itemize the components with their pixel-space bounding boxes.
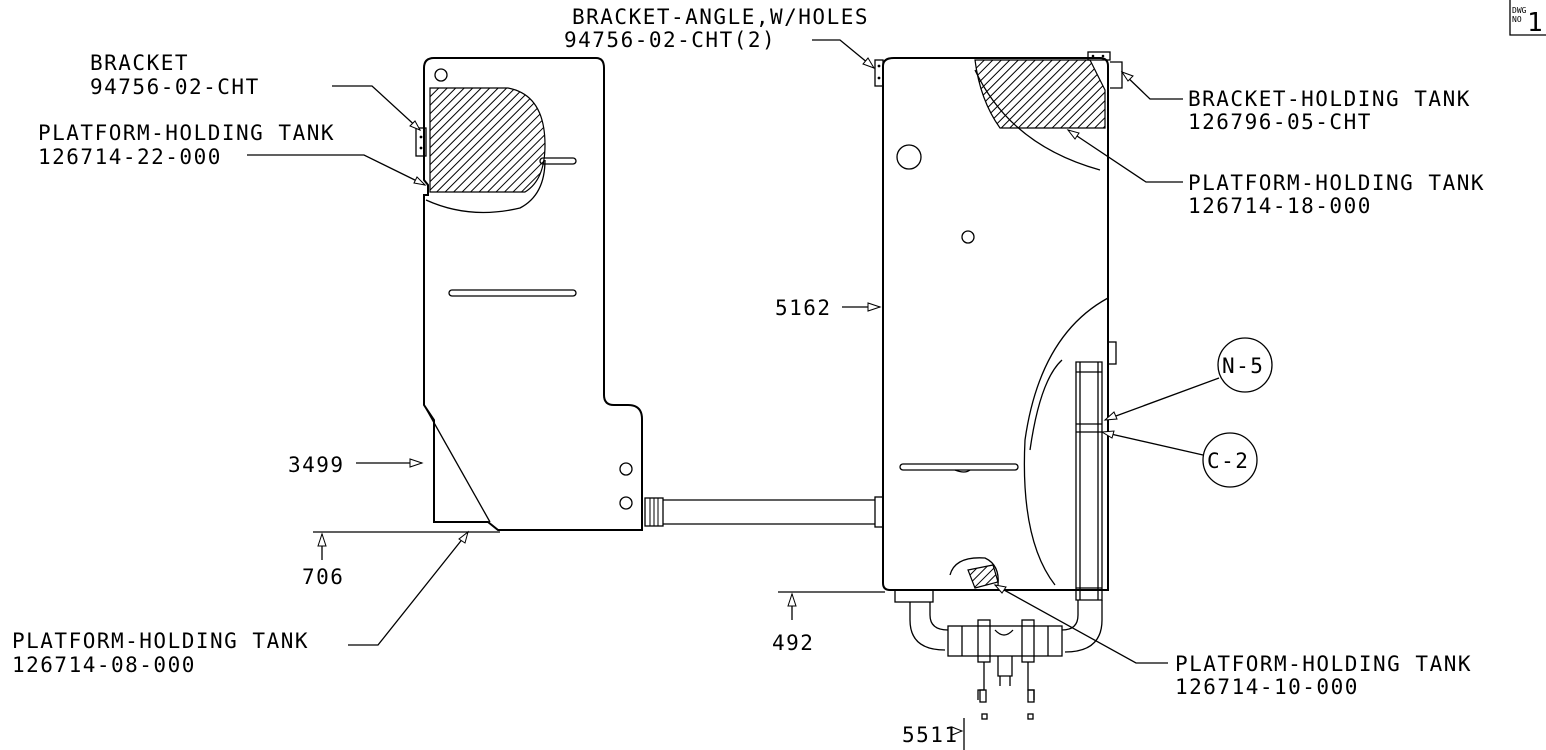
callout-platform-22-name: PLATFORM-HOLDING TANK — [38, 121, 335, 145]
balloon-n5-label: N-5 — [1222, 354, 1264, 378]
callout-bracket-left: BRACKET 94756-02-CHT — [90, 51, 422, 131]
dimension-492: 492 — [772, 591, 885, 655]
dim-5162-label: 5162 — [775, 296, 832, 320]
callout-bracket-angle-part: 94756-02-CHT(2) — [564, 28, 776, 52]
balloon-c2-label: C-2 — [1207, 449, 1249, 473]
drain-piping — [909, 600, 1103, 720]
callout-platform-08-part: 126714-08-000 — [12, 653, 196, 677]
callout-platform-08: PLATFORM-HOLDING TANK 126714-08-000 — [12, 530, 469, 677]
callout-bracket-left-part: 94756-02-CHT — [90, 75, 260, 99]
dwg-label-bottom: NO — [1512, 15, 1522, 24]
balloon-n5: N-5 — [1103, 337, 1273, 421]
callout-bracket-angle-name: BRACKET-ANGLE,W/HOLES — [572, 5, 869, 29]
callout-platform-10: PLATFORM-HOLDING TANK 126714-10-000 — [993, 584, 1472, 699]
dim-5511-label: 5511 — [902, 723, 959, 747]
dwg-label-top: DWG — [1512, 6, 1527, 15]
dimension-706: 706 — [302, 531, 500, 589]
title-block: DWG NO 151 — [1509, 0, 1546, 38]
callout-platform-18-part: 126714-18-000 — [1188, 194, 1372, 218]
dwg-number: 151 — [1527, 8, 1546, 38]
left-holding-tank — [423, 57, 643, 531]
side-bracket — [1107, 341, 1117, 365]
callout-bracket-holding-name: BRACKET-HOLDING TANK — [1188, 87, 1471, 111]
callout-platform-10-part: 126714-10-000 — [1175, 675, 1359, 699]
left-platform-hatched — [429, 87, 546, 193]
callout-platform-10-name: PLATFORM-HOLDING TANK — [1175, 652, 1472, 676]
dimension-5162: 5162 — [775, 296, 882, 320]
balloon-c2: C-2 — [1100, 430, 1258, 488]
right-holding-tank — [882, 57, 1109, 603]
dim-492-label: 492 — [772, 631, 814, 655]
angle-bracket — [874, 59, 884, 87]
dim-3499-label: 3499 — [288, 453, 345, 477]
left-bracket — [415, 127, 427, 157]
callout-bracket-left-name: BRACKET — [90, 51, 189, 75]
callout-platform-18: PLATFORM-HOLDING TANK 126714-18-000 — [1066, 129, 1485, 218]
dim-706-label: 706 — [302, 565, 344, 589]
callout-platform-18-name: PLATFORM-HOLDING TANK — [1188, 171, 1485, 195]
callout-bracket-angle: BRACKET-ANGLE,W/HOLES 94756-02-CHT(2) — [564, 5, 876, 69]
callout-platform-08-name: PLATFORM-HOLDING TANK — [12, 629, 309, 653]
vent-pipe — [1075, 361, 1103, 601]
callout-platform-22-part: 126714-22-000 — [38, 145, 222, 169]
callout-platform-22: PLATFORM-HOLDING TANK 126714-22-000 — [38, 121, 427, 186]
callout-bracket-holding-part: 126796-05-CHT — [1188, 110, 1372, 134]
crossover-pipe — [644, 496, 884, 528]
callout-bracket-holding: BRACKET-HOLDING TANK 126796-05-CHT — [1120, 71, 1471, 134]
right-platform-hatched — [974, 59, 1106, 129]
dimension-5511: 5511 — [902, 718, 965, 750]
dimension-3499: 3499 — [288, 453, 424, 477]
right-bottom-platform-hatched — [949, 557, 999, 589]
holding-tank-bracket — [1087, 51, 1123, 89]
